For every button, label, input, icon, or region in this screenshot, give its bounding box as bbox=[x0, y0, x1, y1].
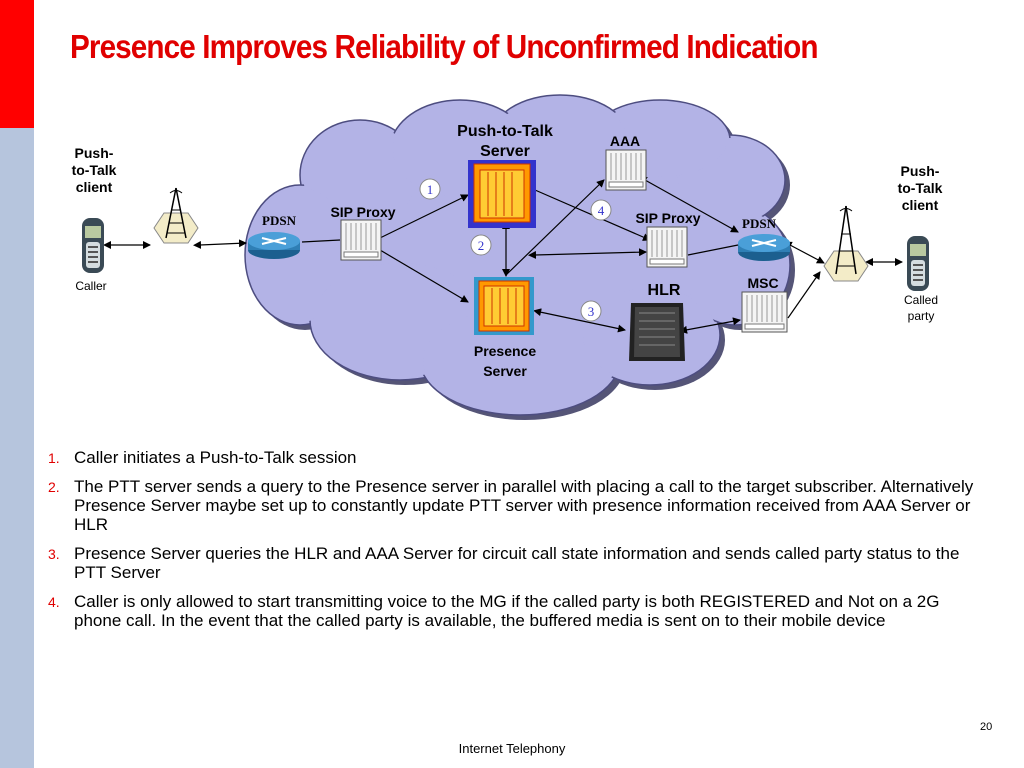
called-party-label: Called party bbox=[903, 293, 939, 323]
step-number: 2. bbox=[48, 479, 60, 495]
ptt-server-label: Push-to-Talk Server bbox=[457, 123, 553, 160]
step-text: Caller is only allowed to start transmit… bbox=[74, 592, 940, 630]
tower-icon bbox=[153, 187, 199, 244]
svg-text:3: 3 bbox=[588, 304, 595, 319]
step-text: Caller initiates a Push-to-Talk session bbox=[74, 448, 357, 467]
pdsn-right-label: PDSN bbox=[742, 216, 776, 231]
step-number: 1. bbox=[48, 450, 60, 466]
step-marker-4: 4 bbox=[590, 199, 612, 221]
phone-icon bbox=[82, 218, 104, 273]
footer-text: Internet Telephony bbox=[458, 741, 566, 756]
phone-icon bbox=[907, 236, 929, 291]
sip-proxy-right-label: SIP Proxy bbox=[635, 210, 701, 226]
list-item: 4. Caller is only allowed to start transm… bbox=[48, 592, 988, 630]
rack-icon bbox=[340, 219, 382, 261]
step-text: Presence Server queries the HLR and AAA … bbox=[74, 544, 960, 582]
caller-label: Caller bbox=[75, 279, 107, 293]
network-diagram: 1 2 3 4 bbox=[82, 94, 929, 420]
side-accent-red bbox=[0, 0, 34, 128]
server-icon bbox=[468, 160, 536, 228]
server-icon bbox=[474, 277, 534, 335]
hlr-label: HLR bbox=[647, 282, 681, 299]
tower-icon bbox=[823, 205, 869, 282]
hlr-icon bbox=[629, 303, 685, 361]
svg-text:1: 1 bbox=[427, 182, 434, 197]
step-marker-1: 1 bbox=[419, 178, 441, 200]
list-item: 3. Presence Server queries the HLR and AA… bbox=[48, 544, 988, 582]
router-icon bbox=[248, 232, 300, 259]
aaa-label: AAA bbox=[609, 133, 641, 149]
side-accent-blue bbox=[0, 128, 34, 768]
page-number: 20 bbox=[980, 721, 993, 733]
step-text: The PTT server sends a query to the Pres… bbox=[74, 477, 974, 534]
step-marker-3: 3 bbox=[580, 300, 602, 322]
slide-title: Presence Improves Reliability of Unconfi… bbox=[70, 28, 819, 65]
step-number: 4. bbox=[48, 594, 60, 610]
left-client-label: Push- to-Talk client bbox=[71, 145, 117, 195]
svg-text:4: 4 bbox=[598, 203, 605, 218]
msc-label: MSC bbox=[747, 275, 779, 291]
right-client-label: Push- to-Talk client bbox=[897, 163, 943, 213]
steps-list: 1. Caller initiates a Push-to-Talk sessio… bbox=[48, 448, 988, 640]
list-item: 1. Caller initiates a Push-to-Talk sessio… bbox=[48, 448, 988, 467]
step-marker-2: 2 bbox=[470, 234, 492, 256]
connections bbox=[103, 176, 903, 334]
sip-proxy-left-label: SIP Proxy bbox=[330, 204, 396, 220]
router-icon bbox=[738, 234, 790, 261]
rack-icon bbox=[646, 226, 688, 268]
pdsn-left-label: PDSN bbox=[262, 213, 296, 228]
presence-server-label: Presence Server bbox=[473, 343, 537, 379]
step-number: 3. bbox=[48, 546, 60, 562]
rack-icon bbox=[741, 291, 788, 333]
list-item: 2. The PTT server sends a query to the Pr… bbox=[48, 477, 988, 534]
svg-text:2: 2 bbox=[478, 238, 485, 253]
rack-icon bbox=[605, 149, 647, 191]
